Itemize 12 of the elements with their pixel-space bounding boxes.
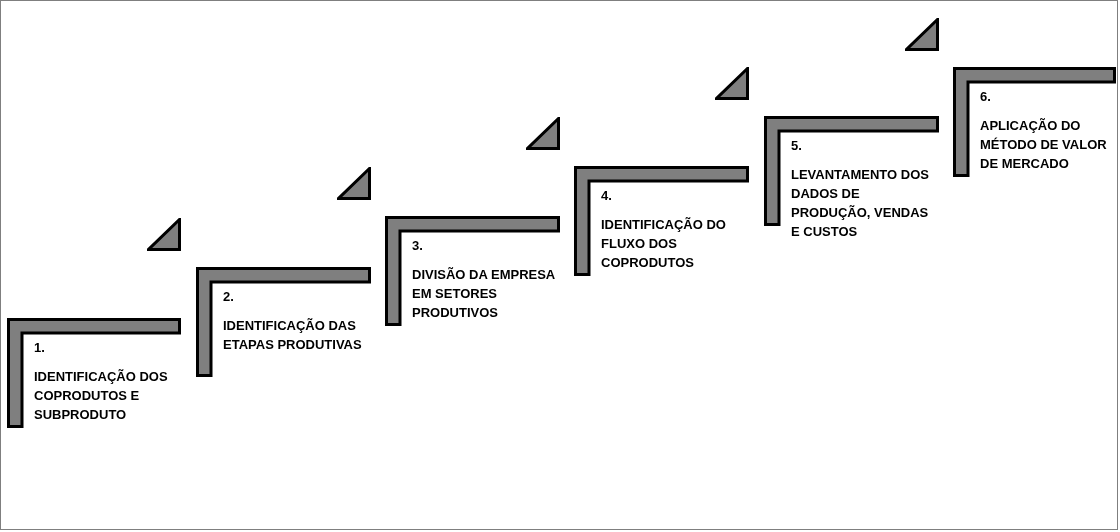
step-number: 4.	[601, 187, 613, 205]
step-text: DIVISÃO DA EMPRESA EM SETORES PRODUTIVOS	[412, 266, 556, 322]
step-text: IDENTIFICAÇÃO DAS ETAPAS PRODUTIVAS	[223, 317, 363, 354]
step-number: 6.	[980, 88, 992, 106]
step-text: IDENTIFICAÇÃO DO FLUXO DOS COPRODUTOS	[601, 216, 727, 272]
step-number: 2.	[223, 288, 235, 306]
step-number: 1.	[34, 339, 46, 357]
step-text: LEVANTAMENTO DOS DADOS DE PRODUÇÃO, VENDAS E CUSTOS	[791, 166, 930, 241]
step-number: 5.	[791, 137, 803, 155]
step-number: 3.	[412, 237, 424, 255]
step-text: APLICAÇÃO DO MÉTODO DE VALOR DE MERCADO	[980, 117, 1108, 173]
step-text: IDENTIFICAÇÃO DOS COPRODUTOS E SUBPRODUTO	[34, 368, 169, 424]
